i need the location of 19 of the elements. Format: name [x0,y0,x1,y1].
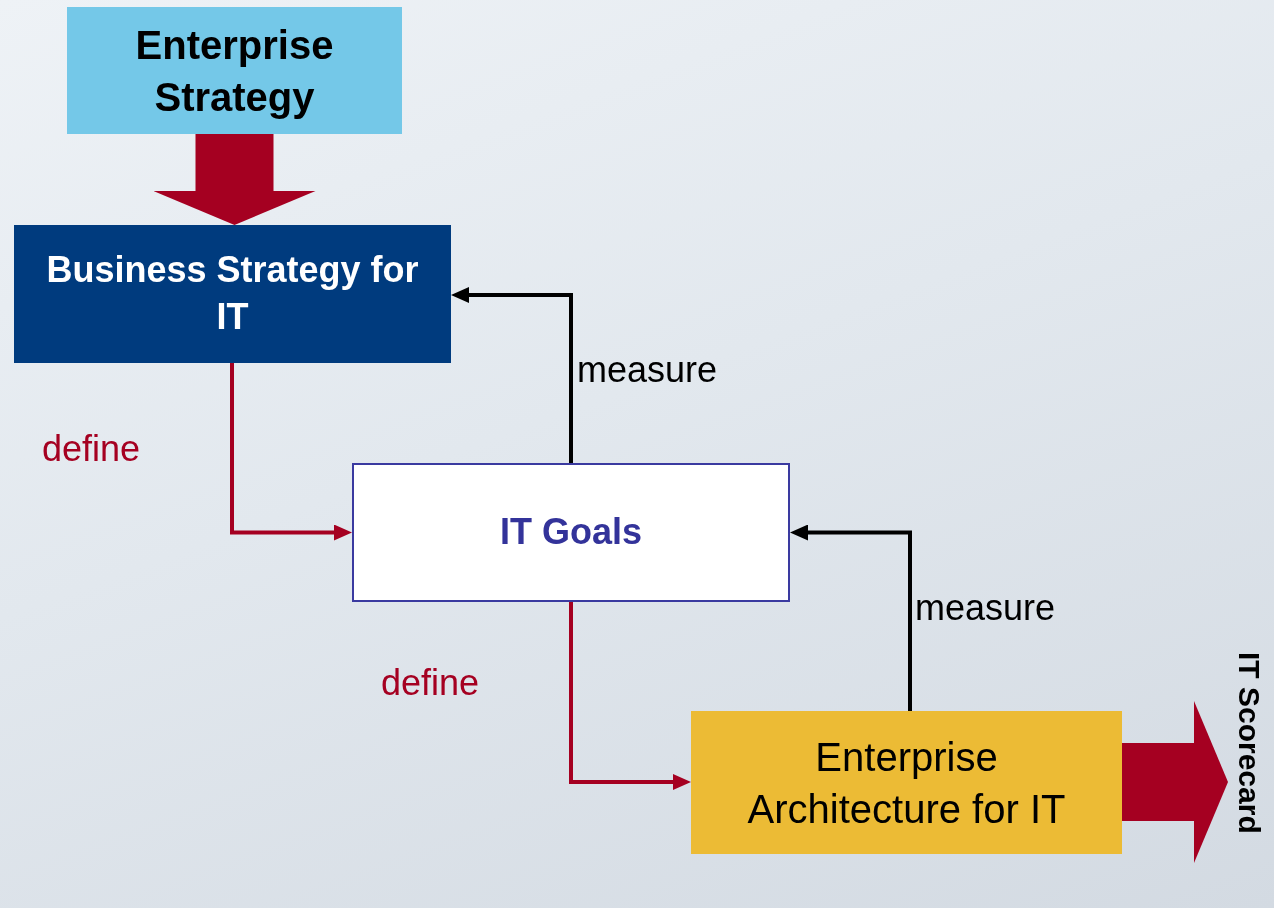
edge-label: measure [577,352,718,388]
arrow [230,363,352,541]
box-label: Enterprise Architecture for IT [746,733,1067,833]
block-arrow [153,134,316,225]
edge-label: measure [915,590,1056,626]
process-box [14,225,451,363]
box-label: Enterprise Strategy [134,21,335,121]
arrow [451,287,573,463]
edge-label: define [42,431,141,467]
edge-label: define [381,665,480,701]
process-box [352,463,790,602]
block-arrow [1122,701,1228,863]
box-label: IT Goals [500,510,642,555]
arrow [790,524,912,711]
box-label: Business Strategy for IT [45,248,420,339]
arrow [569,602,691,790]
vertical-label: IT Scorecard [1234,652,1264,834]
process-box [67,7,402,134]
process-box [691,711,1122,854]
